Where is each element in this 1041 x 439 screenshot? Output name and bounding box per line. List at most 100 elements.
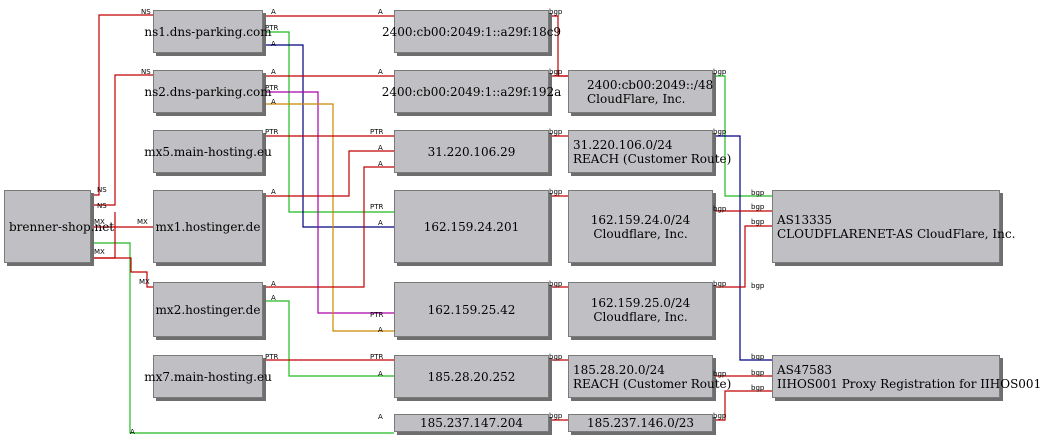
edge-label-ns: NS [141, 68, 151, 76]
edge-label-a: A [271, 98, 276, 106]
edge-label-bgp: bgp [751, 282, 765, 290]
edge-label-bgp: bgp [751, 384, 765, 392]
edge-label-ptr: PTR [370, 353, 384, 361]
node-ip-162-159-25-42[interactable]: 162.159.25.42 [394, 282, 549, 337]
edge-label-ptr: PTR [265, 353, 279, 361]
edge-a-185-237-147-204 [91, 242, 394, 434]
edge-label-ns: NS [97, 202, 107, 210]
prefix-185-28-range: 185.28.20.0/24 [573, 362, 665, 377]
edge-label-bgp: bgp [751, 189, 765, 197]
prefix-162-24-range: 162.159.24.0/24 [590, 212, 691, 227]
prefix-162-24-org: Cloudflare, Inc. [593, 226, 688, 241]
edge-label-ptr: PTR [265, 84, 279, 92]
edge-label-ptr: PTR [265, 128, 279, 136]
prefix-162-25-range: 162.159.25.0/24 [590, 295, 691, 310]
edge-ptr-ns2-162-42 [263, 91, 394, 314]
edge-mx-mx5 [91, 212, 116, 259]
edge-label-ptr: PTR [370, 311, 384, 319]
edge-label-bgp: bgp [549, 8, 563, 16]
edge-layer [91, 14, 772, 434]
node-mx7[interactable]: mx7.main-hosting.eu [144, 355, 272, 398]
edge-label-ns: NS [141, 8, 151, 16]
edge-label-ns: NS [97, 186, 107, 194]
prefix-31-range: 31.220.106.0/24 [573, 137, 673, 152]
as13335-number: AS13335 [777, 212, 833, 227]
edge-label-bgp: bgp [549, 188, 563, 196]
node-mx2-label: mx2.hostinger.de [155, 302, 261, 317]
edge-label-bgp: bgp [751, 218, 765, 226]
node-ip6-b[interactable]: 2400:cb00:2049:1::a29f:192a [382, 70, 561, 113]
node-prefix-cloudflare-v6[interactable]: 2400:cb00:2049::/48 CloudFlare, Inc. [568, 70, 713, 113]
node-ip-162-201-label: 162.159.24.201 [423, 219, 520, 234]
as47583-number: AS47583 [777, 362, 833, 377]
edge-label-ptr: PTR [370, 128, 384, 136]
edge-label-ptr: PTR [265, 24, 279, 32]
node-ip-31-220-106-29[interactable]: 31.220.106.29 [394, 130, 549, 173]
prefix-162-25-org: Cloudflare, Inc. [593, 309, 688, 324]
edge-label-bgp: bgp [713, 205, 727, 213]
as13335-name: CLOUDFLARENET-AS CloudFlare, Inc. [777, 226, 1016, 241]
edge-label-mx: MX [139, 278, 150, 286]
edge-label-bgp: bgp [549, 280, 563, 288]
node-ip6-a-label: 2400:cb00:2049:1::a29f:18c9 [381, 24, 562, 39]
edge-label-ptr: PTR [370, 203, 384, 211]
node-prefix-31-220-106[interactable]: 31.220.106.0/24 REACH (Customer Route) [568, 130, 731, 173]
node-ip-185-28-20-252[interactable]: 185.28.20.252 [394, 355, 549, 398]
prefix-31-org: REACH (Customer Route) [573, 151, 732, 166]
node-mx2[interactable]: mx2.hostinger.de [153, 282, 263, 337]
edge-label-a: A [378, 326, 383, 334]
edge-bgp-31-as47583 [713, 135, 772, 361]
edge-label-a: A [378, 370, 383, 378]
node-ip-31-label: 31.220.106.29 [427, 144, 516, 159]
node-ns1-label: ns1.dns-parking.com [144, 24, 272, 39]
node-mx5[interactable]: mx5.main-hosting.eu [144, 130, 272, 173]
node-mx5-label: mx5.main-hosting.eu [144, 144, 272, 159]
edge-label-a: A [271, 68, 276, 76]
edge-mx-mx2 [91, 257, 153, 288]
edge-label-a: A [378, 219, 383, 227]
node-domain[interactable]: brenner-shop.net [4, 190, 114, 263]
edge-a-mx2-31 [263, 166, 394, 288]
edge-label-mx: MX [94, 248, 105, 256]
node-as47583[interactable]: AS47583 IIHOS001 Proxy Registration for … [772, 355, 1041, 398]
edge-a-ns2-162-42 [263, 103, 394, 332]
prefix-cf6-org: CloudFlare, Inc. [587, 91, 686, 106]
edge-ns-ns2 [91, 74, 153, 206]
edge-label-a: A [378, 160, 383, 168]
node-ip-162-159-24-201[interactable]: 162.159.24.201 [394, 190, 549, 263]
edge-label-bgp: bgp [751, 203, 765, 211]
node-ip-185-237-147-204[interactable]: 185.237.147.204 [394, 414, 549, 432]
node-ns1[interactable]: ns1.dns-parking.com [144, 10, 272, 53]
edge-label-a: A [271, 8, 276, 16]
edge-label-mx: MX [94, 218, 105, 226]
edge-label-bgp: bgp [549, 353, 563, 361]
edge-label-mx: MX [137, 218, 148, 226]
edge-label-a: A [378, 413, 383, 421]
node-prefix-162-159-25[interactable]: 162.159.25.0/24 Cloudflare, Inc. [568, 282, 713, 337]
node-ns2[interactable]: ns2.dns-parking.com [144, 70, 272, 113]
node-domain-label: brenner-shop.net [9, 219, 115, 234]
node-mx1-label: mx1.hostinger.de [155, 219, 261, 234]
node-ip6-a[interactable]: 2400:cb00:2049:1::a29f:18c9 [382, 10, 561, 53]
edge-label-a: A [271, 294, 276, 302]
node-prefix-185-28-20[interactable]: 185.28.20.0/24 REACH (Customer Route) [568, 355, 731, 398]
node-as13335[interactable]: AS13335 CLOUDFLARENET-AS CloudFlare, Inc… [772, 190, 1015, 263]
edge-bgp-162-25-as13335 [713, 225, 772, 288]
node-mx1[interactable]: mx1.hostinger.de [153, 190, 263, 263]
edge-a-mx2-185-252 [263, 300, 394, 377]
prefix-cf6-range: 2400:cb00:2049::/48 [587, 77, 714, 92]
node-ip-185-252-label: 185.28.20.252 [427, 369, 516, 384]
node-ip6-b-label: 2400:cb00:2049:1::a29f:192a [381, 84, 562, 99]
dns-graph: brenner-shop.net ns1.dns-parking.com ns2… [4, 8, 1041, 436]
edge-label-a: A [271, 40, 276, 48]
node-ip-185-204-label: 185.237.147.204 [419, 416, 524, 430]
edge-label-bgp: bgp [713, 128, 727, 136]
edge-label-bgp: bgp [713, 68, 727, 76]
node-prefix-185-237-146[interactable]: 185.237.146.0/23 [568, 414, 713, 432]
edge-label-bgp: bgp [751, 353, 765, 361]
node-prefix-162-159-24[interactable]: 162.159.24.0/24 Cloudflare, Inc. [568, 190, 713, 263]
edge-ns-ns1 [91, 14, 153, 196]
edge-label-a: A [378, 144, 383, 152]
node-mx7-label: mx7.main-hosting.eu [144, 369, 272, 384]
edge-label-a: A [271, 188, 276, 196]
